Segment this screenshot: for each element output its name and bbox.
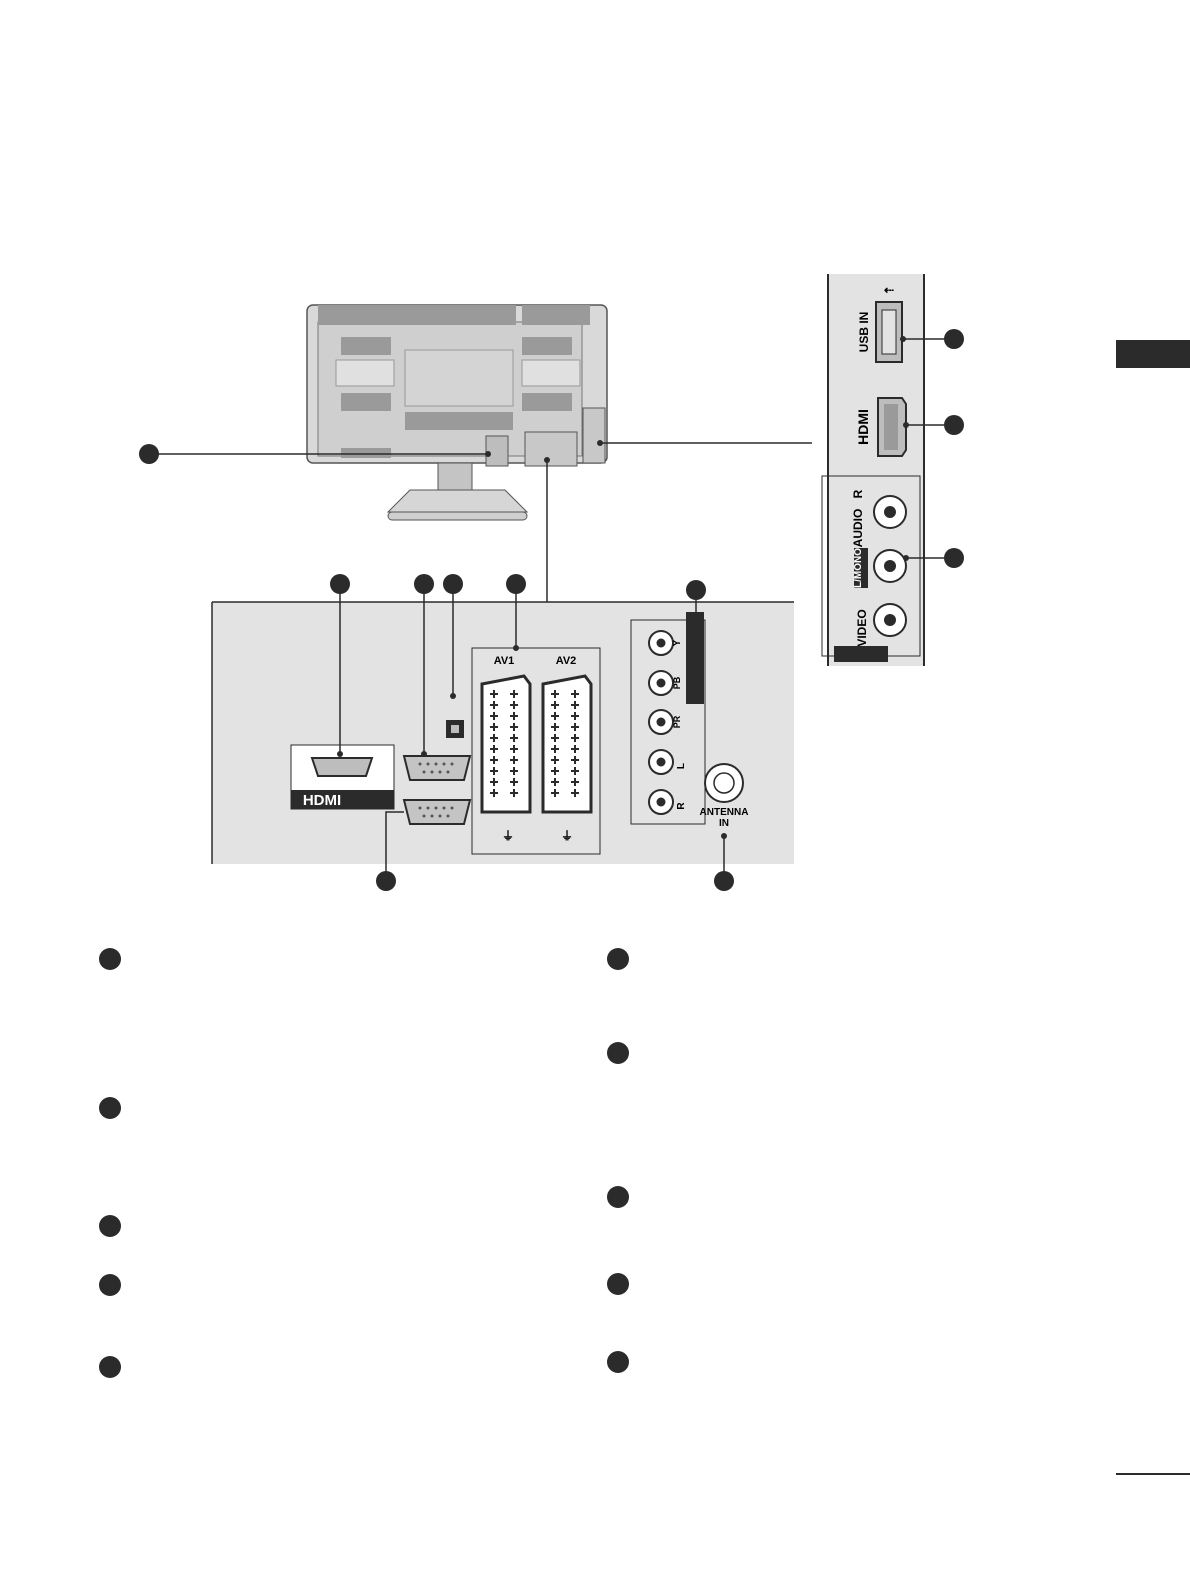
usb-icon: ⇠ xyxy=(884,283,894,297)
description-bullet xyxy=(99,1215,121,1237)
callout-rear-antenna xyxy=(714,871,734,891)
component-pb-label: PB xyxy=(672,676,682,689)
component-y-label: Y xyxy=(672,639,683,646)
usb-in-label: USB IN xyxy=(857,312,871,353)
page-number-rule xyxy=(1116,1473,1190,1475)
component-pr-label: PR xyxy=(672,715,682,728)
description-bullet xyxy=(99,948,121,970)
callout-side-usb xyxy=(944,329,964,349)
rear-hdmi-label: HDMI xyxy=(303,792,341,809)
antenna-in-label: IN xyxy=(719,818,729,829)
description-bullet xyxy=(607,1351,629,1373)
callout-side-av xyxy=(944,548,964,568)
callout-rear-rgb xyxy=(414,574,434,594)
description-bullet xyxy=(607,948,629,970)
tv-back-view xyxy=(149,304,812,602)
description-bullet xyxy=(607,1273,629,1295)
svg-text:⏚: ⏚ xyxy=(502,829,514,843)
antenna-label: ANTENNA xyxy=(700,807,749,818)
callout-rear-jack xyxy=(443,574,463,594)
component-r-label: R xyxy=(676,802,687,810)
side-audio-r-label: R xyxy=(851,489,865,498)
callout-rear-hdmi xyxy=(330,574,350,594)
callout-rear-scart xyxy=(506,574,526,594)
callout-rear-component xyxy=(686,580,706,600)
side-audio-label: AUDIO xyxy=(851,509,865,548)
section-tab xyxy=(1116,340,1190,368)
svg-text:⏚: ⏚ xyxy=(561,829,573,843)
description-bullet xyxy=(99,1274,121,1296)
description-bullet xyxy=(607,1042,629,1064)
side-hdmi-label: HDMI xyxy=(855,409,871,445)
side-video-label: VIDEO xyxy=(855,609,869,646)
callout-1 xyxy=(139,444,159,464)
callout-side-hdmi xyxy=(944,415,964,435)
av1-label: AV1 xyxy=(494,655,515,667)
component-l-label: L xyxy=(676,763,687,769)
callout-rear-rs232 xyxy=(376,871,396,891)
description-bullet xyxy=(607,1186,629,1208)
side-panel: USB IN ⇠ HDMI AUDIO R L/MONO VIDEO xyxy=(821,274,964,666)
side-l-mono-label: L/MONO xyxy=(853,548,864,588)
description-bullet xyxy=(99,1356,121,1378)
av2-label: AV2 xyxy=(556,655,577,667)
rear-panel: HDMI AV1 AV2 ⏚ ⏚ xyxy=(211,594,794,872)
description-bullet xyxy=(99,1097,121,1119)
